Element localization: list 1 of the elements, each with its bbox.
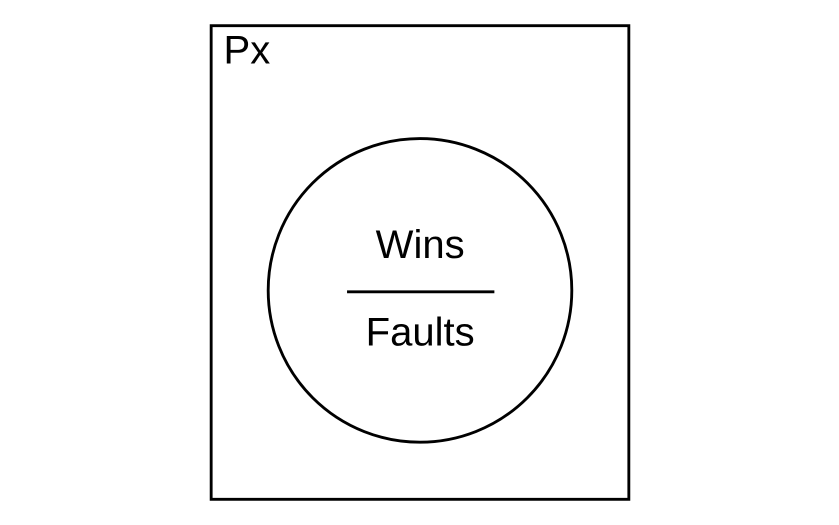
node-circle: Wins Faults <box>266 137 573 444</box>
